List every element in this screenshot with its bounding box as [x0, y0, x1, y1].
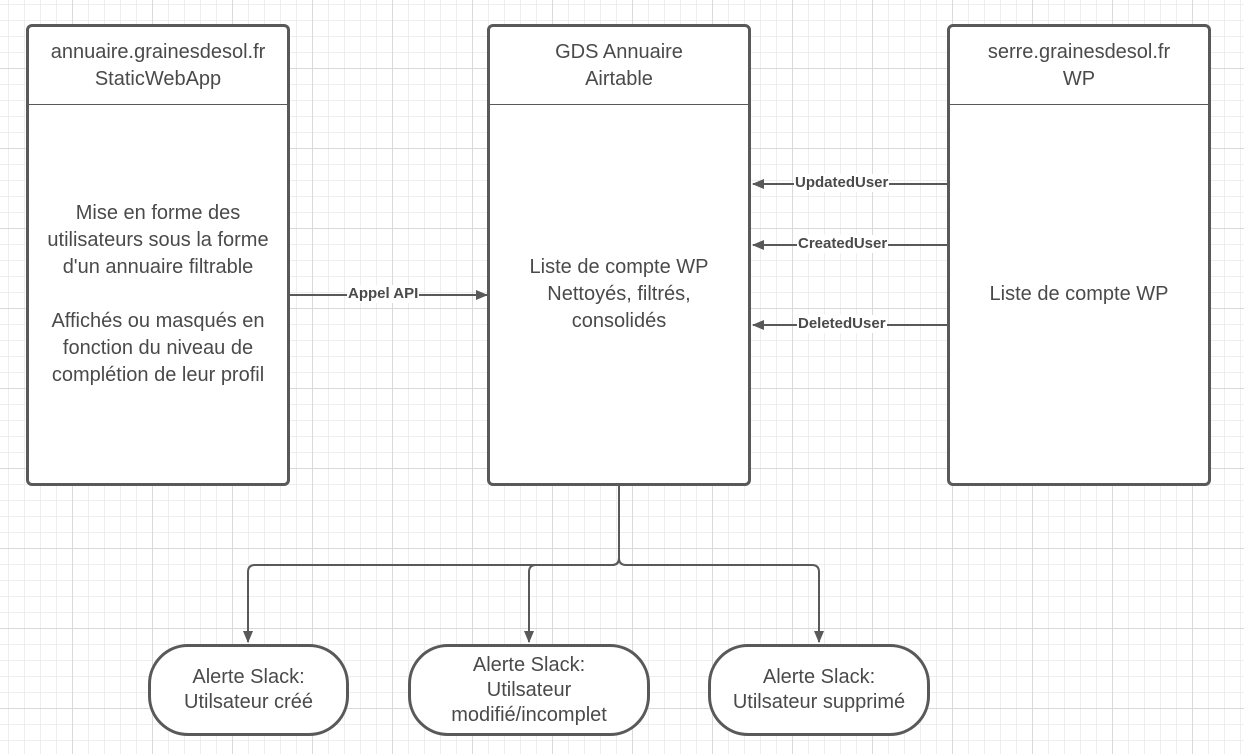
alert-deleted: Alerte Slack: Utilsateur supprimé [708, 644, 930, 736]
edge-to-alert-deleted [618, 557, 824, 643]
wp-header-line-2: WP [1062, 68, 1096, 90]
alert-deleted-line-1: Alerte Slack: [762, 666, 876, 688]
annuaire-header-line-1: annuaire.grainesdesol.fr [50, 41, 266, 63]
alert-modified: Alerte Slack: Utilsateur modifié/incompl… [408, 644, 650, 736]
airtable-body-line-3: consolidés [571, 309, 667, 332]
alert-deleted-line-2: Utilsateur supprimé [732, 691, 906, 713]
annuaire-body-line-1: Mise en forme des [75, 201, 241, 224]
annuaire-body-line-2: utilisateurs sous la forme [47, 228, 269, 251]
annuaire-body-line-6: complétion de leur profil [51, 363, 265, 386]
annuaire-body: Mise en forme des utilisateurs sous la f… [26, 104, 290, 486]
alert-modified-line-3: modifié/incomplet [451, 703, 607, 726]
airtable-body: Liste de compte WP Nettoyés, filtrés, co… [487, 104, 751, 486]
label-deleted-user: DeletedUser [797, 315, 887, 333]
airtable-body-line-2: Nettoyés, filtrés, [547, 282, 691, 305]
wp-body-line-1: Liste de compte WP [989, 282, 1169, 305]
label-updated-user: UpdatedUser [794, 174, 890, 192]
annuaire-header: annuaire.grainesdesol.fr StaticWebApp [26, 24, 290, 106]
alert-created: Alerte Slack: Utilsateur créé [148, 644, 349, 736]
alert-created-line-2: Utilsateur créé [184, 691, 313, 713]
alert-modified-line-2: Utilsateur [486, 678, 572, 701]
annuaire-body-line-5: fonction du niveau de [62, 336, 254, 359]
annuaire-header-line-2: StaticWebApp [94, 68, 222, 90]
label-created-user: CreatedUser [797, 235, 889, 253]
label-appel-api: Appel API [347, 285, 420, 303]
wp-header-line-1: serre.grainesdesol.fr [987, 41, 1171, 63]
wp-header: serre.grainesdesol.fr WP [947, 24, 1211, 106]
edge-to-alert-modified [524, 557, 620, 643]
airtable-body-line-1: Liste de compte WP [529, 255, 709, 278]
annuaire-body-line-3: d'un annuaire filtrable [62, 255, 254, 278]
airtable-header-line-1: GDS Annuaire [555, 41, 683, 63]
annuaire-body-line-4: Affichés ou masqués en [51, 309, 265, 332]
alert-modified-line-1: Alerte Slack: [472, 653, 586, 676]
airtable-header-line-2: Airtable [585, 68, 653, 90]
alert-created-line-1: Alerte Slack: [192, 666, 305, 688]
airtable-header: GDS Annuaire Airtable [487, 24, 751, 106]
wp-body: Liste de compte WP [947, 104, 1211, 486]
